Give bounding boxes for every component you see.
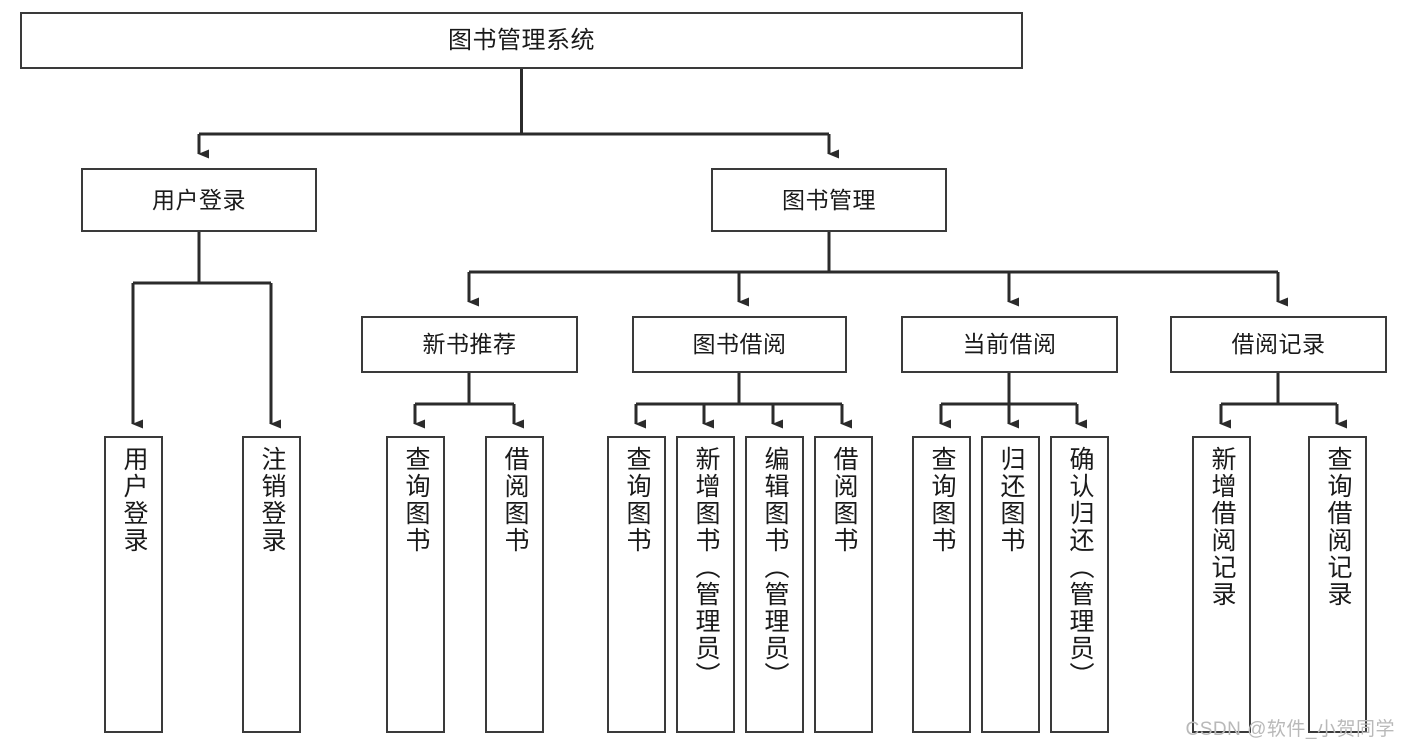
node-book-borrow[interactable]: 图书借阅 [632,316,847,373]
leaf-query-book-current[interactable]: 查询图书 [912,436,971,733]
leaf-query-book-recommend[interactable]: 查询图书 [386,436,445,733]
node-borrow-record[interactable]: 借阅记录 [1170,316,1387,373]
leaf-query-borrow-record[interactable]: 查询借阅记录 [1308,436,1367,733]
node-label: 当前借阅 [962,331,1057,358]
watermark: CSDN @软件_小贺同学 [1185,719,1395,740]
node-label: 注销登录 [258,446,286,554]
leaf-confirm-return-admin[interactable]: 确认归还（管理员） [1050,436,1109,733]
node-label: 图书借阅 [692,331,787,358]
node-label: 查询图书 [623,446,651,554]
node-label: 图书管理 [782,186,876,213]
node-root-system[interactable]: 图书管理系统 [20,12,1023,69]
leaf-borrow-book[interactable]: 借阅图书 [814,436,873,733]
node-label: 编辑图书（管理员） [761,446,789,689]
node-label: 新书推荐 [422,331,517,358]
node-label: 查询借阅记录 [1324,446,1352,608]
node-label: 借阅图书 [830,446,858,554]
node-label: 借阅图书 [501,446,529,554]
node-label: 借阅记录 [1231,331,1326,358]
node-current-borrow[interactable]: 当前借阅 [901,316,1118,373]
node-label: 归还图书 [997,446,1025,554]
leaf-add-book-admin[interactable]: 新增图书（管理员） [676,436,735,733]
leaf-user-login[interactable]: 用户登录 [104,436,163,733]
node-label: 用户登录 [120,446,148,554]
node-label: 新增图书（管理员） [692,446,720,689]
node-label: 图书管理系统 [448,26,595,54]
node-book-management[interactable]: 图书管理 [711,168,947,232]
leaf-return-book[interactable]: 归还图书 [981,436,1040,733]
leaf-user-logout[interactable]: 注销登录 [242,436,301,733]
leaf-query-book-borrow[interactable]: 查询图书 [607,436,666,733]
leaf-edit-book-admin[interactable]: 编辑图书（管理员） [745,436,804,733]
node-user-login[interactable]: 用户登录 [81,168,317,232]
leaf-borrow-book-recommend[interactable]: 借阅图书 [485,436,544,733]
node-label: 用户登录 [152,186,246,213]
node-label: 查询图书 [928,446,956,554]
leaf-add-borrow-record[interactable]: 新增借阅记录 [1192,436,1251,733]
node-new-book-recommend[interactable]: 新书推荐 [361,316,578,373]
node-label: 新增借阅记录 [1208,446,1236,608]
node-label: 查询图书 [402,446,430,554]
node-label: 确认归还（管理员） [1066,446,1094,689]
